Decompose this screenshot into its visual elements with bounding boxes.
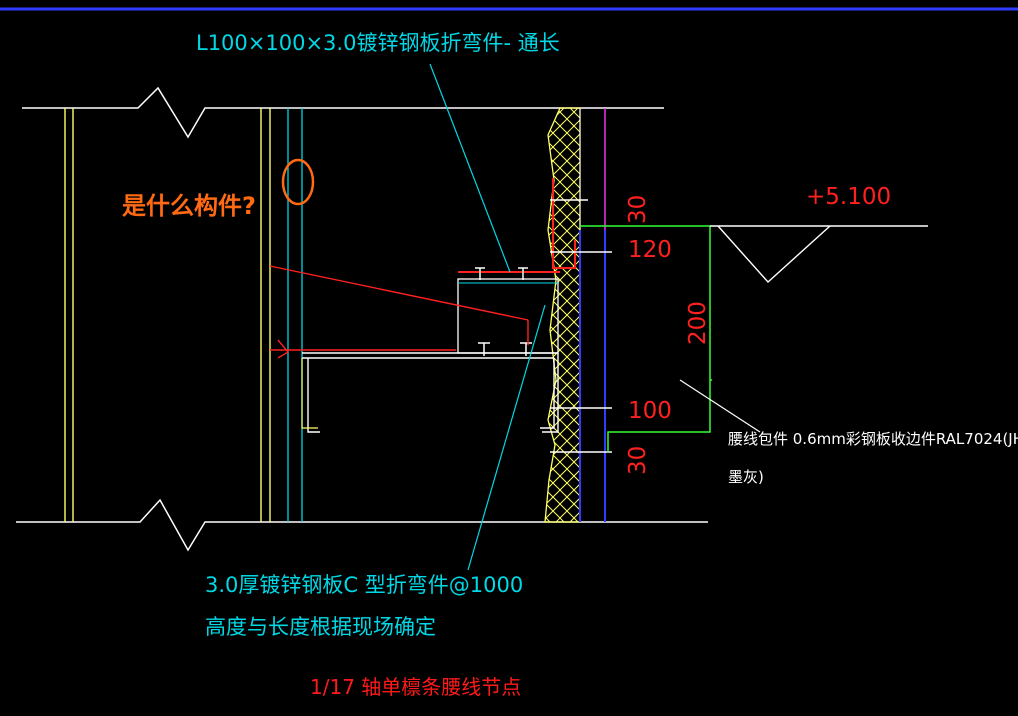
red-flashing xyxy=(552,178,576,269)
c-bracket xyxy=(302,352,559,433)
dim-100: 100 xyxy=(628,398,672,424)
leader-right xyxy=(679,379,761,433)
dim-120: 120 xyxy=(628,237,672,263)
elevation-label: +5.100 xyxy=(806,184,891,210)
column-lines xyxy=(64,108,271,522)
bottom-break-line xyxy=(16,498,708,552)
wall-insulation xyxy=(544,107,581,523)
leader-bottom xyxy=(467,304,546,571)
detail-title: 1/17 轴单檩条腰线节点 xyxy=(310,675,521,699)
elevation-marker xyxy=(710,225,928,283)
annotation-circle xyxy=(281,158,315,206)
top-angle-callout: L100×100×3.0镀锌钢板折弯件- 通长 xyxy=(196,31,560,55)
question-annotation: 是什么构件? xyxy=(122,192,256,220)
red-brace xyxy=(269,265,529,359)
trim-note-line2: 墨灰) xyxy=(728,468,764,486)
c-bracket-note-line2: 高度与长度根据现场确定 xyxy=(205,615,436,639)
dim-30-bottom: 30 xyxy=(625,446,651,475)
c-bracket-outline xyxy=(301,358,318,429)
c-bracket-note-line1: 3.0厚镀锌钢板C 型折弯件@1000 xyxy=(205,573,523,597)
leader-top xyxy=(429,63,511,273)
trim-box xyxy=(580,225,712,452)
top-break-line xyxy=(22,86,664,139)
bolt-marks xyxy=(475,199,612,453)
column-cyan-lines xyxy=(287,108,303,522)
dim-200: 200 xyxy=(685,301,711,345)
dim-30-top: 30 xyxy=(625,195,651,224)
trim-note-line1: 腰线包件 0.6mm彩钢板收边件RAL7024(JH xyxy=(728,430,1018,448)
